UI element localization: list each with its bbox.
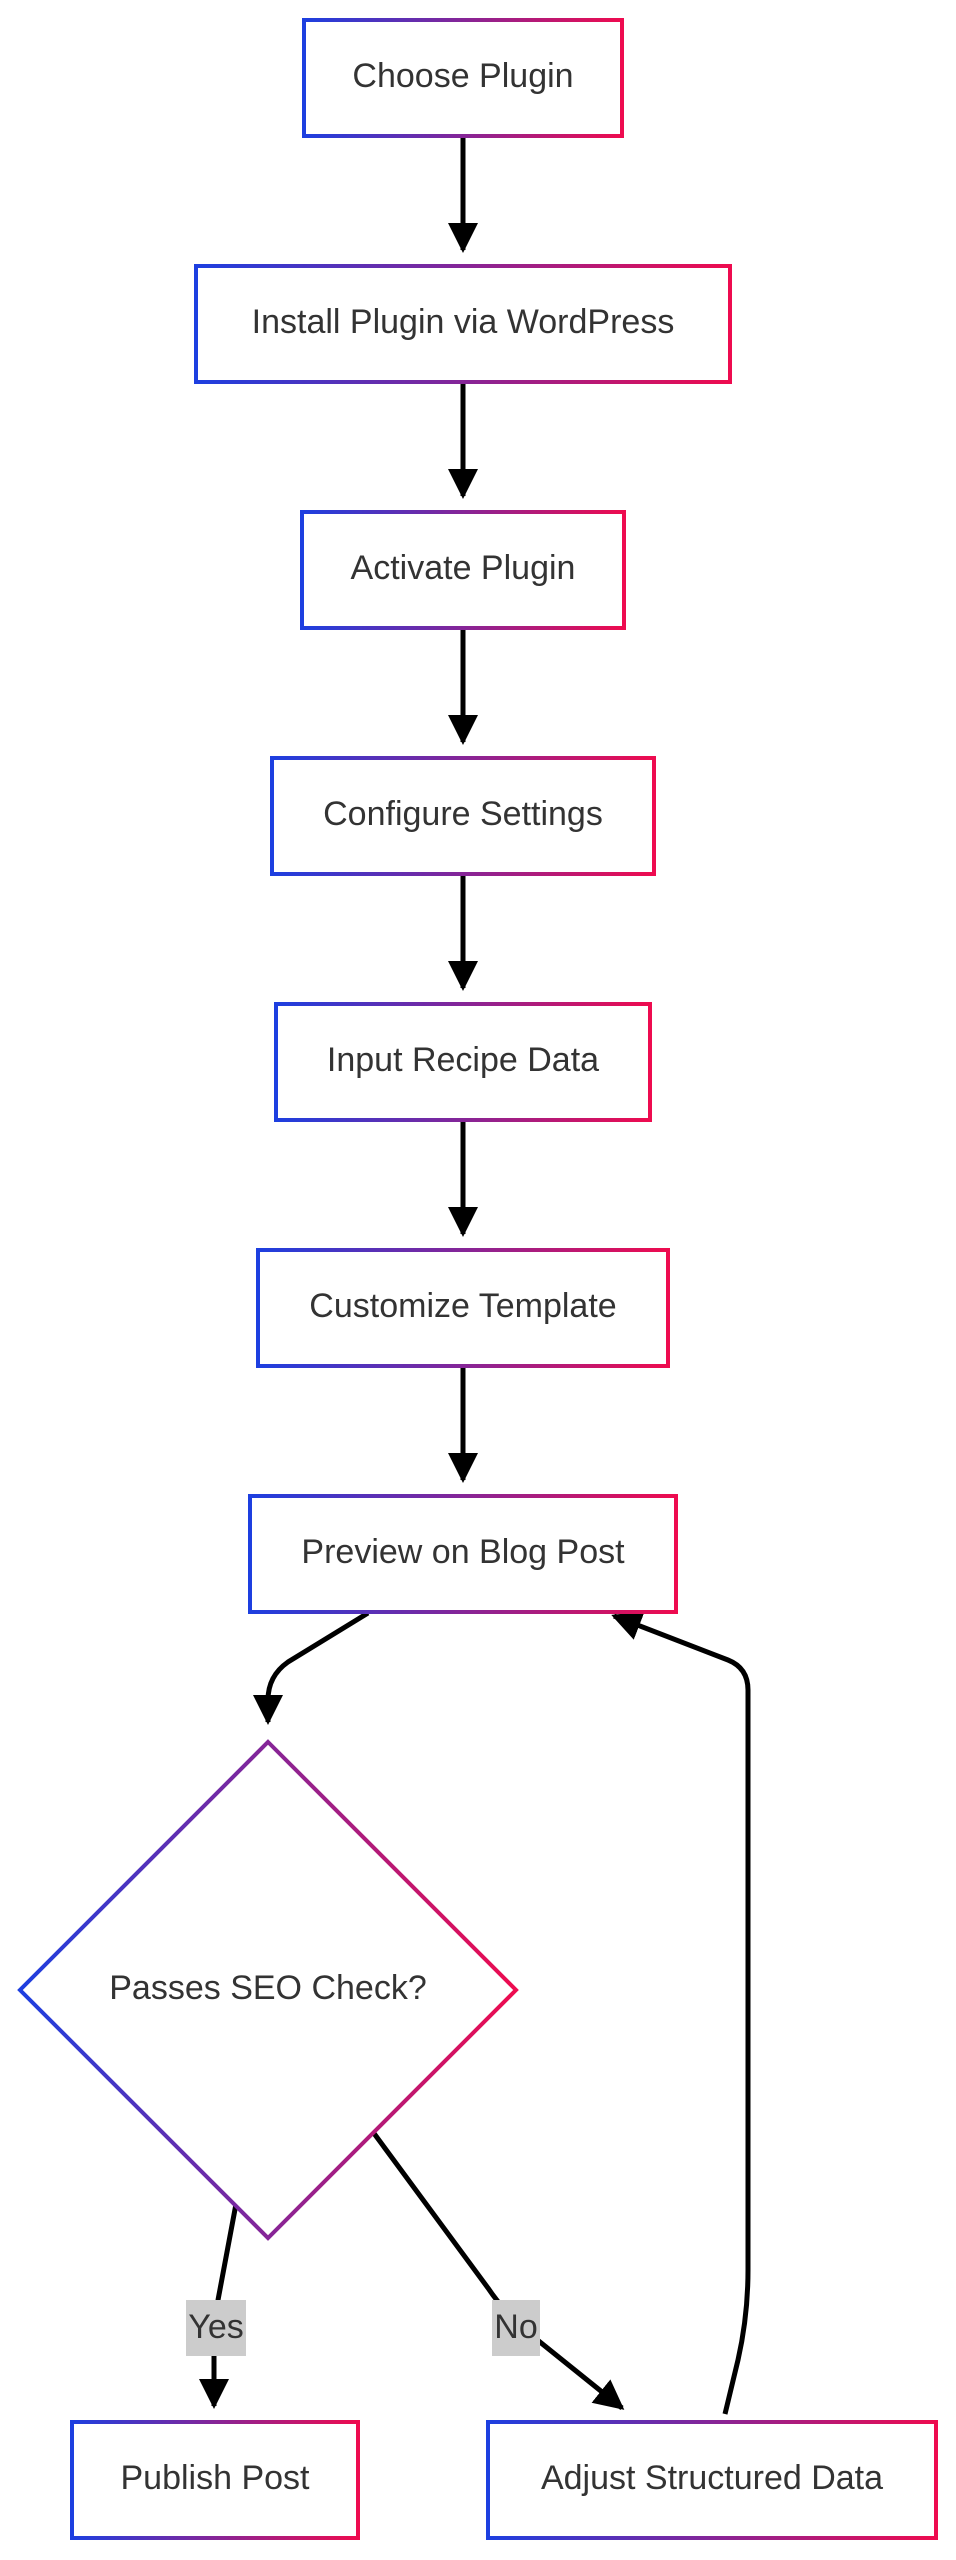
- edge-label-yes: Yes: [186, 2300, 246, 2356]
- node-customize-template[interactable]: Customize Template: [256, 1248, 670, 1368]
- node-customize-template-label: Customize Template: [309, 1287, 616, 1325]
- node-choose-plugin-label: Choose Plugin: [352, 57, 573, 95]
- edge-label-no-text: No: [494, 2308, 537, 2346]
- node-seo-check-label: Passes SEO Check?: [109, 1969, 426, 2007]
- edge-preview-to-seo-check: [253, 1610, 370, 1725]
- node-adjust-structured-data[interactable]: Adjust Structured Data: [486, 2420, 938, 2540]
- node-activate-plugin[interactable]: Activate Plugin: [300, 510, 626, 630]
- edge-adjust-to-preview: [611, 1611, 751, 2415]
- node-install-plugin[interactable]: Install Plugin via WordPress: [194, 264, 732, 384]
- edge-label-no: No: [492, 2300, 540, 2356]
- node-preview-blog-post-label: Preview on Blog Post: [301, 1533, 625, 1571]
- node-adjust-structured-data-label: Adjust Structured Data: [541, 2459, 883, 2497]
- node-configure-settings-label: Configure Settings: [323, 795, 603, 833]
- edge-seo-check-no-to-adjust: [370, 2130, 625, 2410]
- edge-label-yes-text: Yes: [188, 2308, 243, 2346]
- node-publish-post[interactable]: Publish Post: [70, 2420, 360, 2540]
- node-configure-settings[interactable]: Configure Settings: [270, 756, 656, 876]
- node-choose-plugin[interactable]: Choose Plugin: [302, 18, 624, 138]
- node-preview-blog-post[interactable]: Preview on Blog Post: [248, 1494, 678, 1614]
- node-input-recipe-data-label: Input Recipe Data: [327, 1041, 599, 1079]
- node-seo-check-decision[interactable]: Passes SEO Check?: [17, 1739, 519, 2241]
- node-input-recipe-data[interactable]: Input Recipe Data: [274, 1002, 652, 1122]
- node-publish-post-label: Publish Post: [121, 2459, 311, 2497]
- node-activate-plugin-label: Activate Plugin: [351, 549, 576, 587]
- node-install-plugin-label: Install Plugin via WordPress: [252, 303, 675, 341]
